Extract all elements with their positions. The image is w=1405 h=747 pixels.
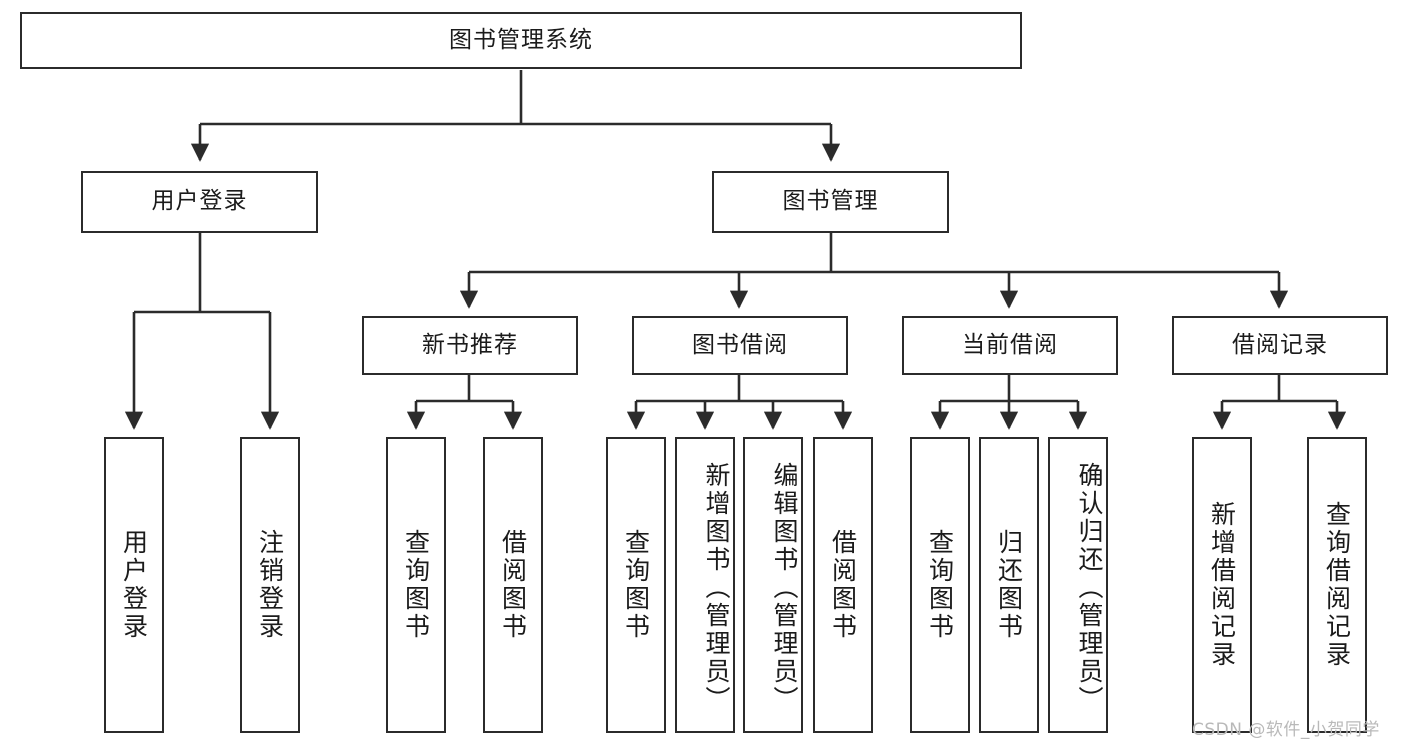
node-leaf-borrow-book-1-label: 借阅图书	[498, 529, 528, 641]
node-leaf-borrow-book-2-label: 借阅图书	[828, 529, 858, 641]
node-borrow-record-label: 借阅记录	[1232, 331, 1328, 358]
node-leaf-query-book-1-label: 查询图书	[401, 529, 431, 641]
node-leaf-query-book-3[interactable]: 查询图书	[910, 437, 970, 733]
node-leaf-return-book-label: 归还图书	[994, 529, 1024, 641]
node-borrow-record[interactable]: 借阅记录	[1172, 316, 1388, 375]
node-leaf-confirm-return-label: 确认归还（管理员）	[1075, 462, 1104, 714]
node-leaf-edit-book-label: 编辑图书（管理员）	[770, 462, 799, 714]
watermark: CSDN @软件_小贺同学	[1192, 720, 1380, 740]
node-leaf-logout-label: 注销登录	[255, 529, 285, 641]
node-book-management-label: 图书管理	[782, 188, 879, 215]
node-leaf-query-record[interactable]: 查询借阅记录	[1307, 437, 1367, 733]
node-book-borrow[interactable]: 图书借阅	[632, 316, 848, 375]
node-leaf-add-book[interactable]: 新增图书（管理员）	[675, 437, 735, 733]
node-new-book-recommend[interactable]: 新书推荐	[362, 316, 578, 375]
node-current-borrow[interactable]: 当前借阅	[902, 316, 1118, 375]
node-leaf-user-login-label: 用户登录	[119, 529, 149, 641]
node-leaf-edit-book[interactable]: 编辑图书（管理员）	[743, 437, 803, 733]
node-leaf-query-book-2-label: 查询图书	[621, 529, 651, 641]
node-user-login[interactable]: 用户登录	[81, 171, 318, 233]
node-leaf-return-book[interactable]: 归还图书	[979, 437, 1039, 733]
node-leaf-confirm-return[interactable]: 确认归还（管理员）	[1048, 437, 1108, 733]
node-leaf-query-book-2[interactable]: 查询图书	[606, 437, 666, 733]
node-root[interactable]: 图书管理系统	[20, 12, 1022, 69]
node-leaf-query-book-3-label: 查询图书	[925, 529, 955, 641]
node-leaf-add-book-label: 新增图书（管理员）	[702, 462, 731, 714]
node-leaf-query-record-label: 查询借阅记录	[1322, 501, 1352, 669]
node-root-label: 图书管理系统	[449, 26, 593, 53]
node-new-book-recommend-label: 新书推荐	[422, 331, 518, 358]
node-book-borrow-label: 图书借阅	[692, 331, 788, 358]
node-leaf-borrow-book-1[interactable]: 借阅图书	[483, 437, 543, 733]
node-user-login-label: 用户登录	[151, 188, 248, 215]
node-book-management[interactable]: 图书管理	[712, 171, 949, 233]
node-current-borrow-label: 当前借阅	[962, 331, 1058, 358]
node-leaf-query-book-1[interactable]: 查询图书	[386, 437, 446, 733]
node-leaf-add-record-label: 新增借阅记录	[1207, 501, 1237, 669]
node-leaf-user-login[interactable]: 用户登录	[104, 437, 164, 733]
node-leaf-borrow-book-2[interactable]: 借阅图书	[813, 437, 873, 733]
node-leaf-add-record[interactable]: 新增借阅记录	[1192, 437, 1252, 733]
node-leaf-logout[interactable]: 注销登录	[240, 437, 300, 733]
